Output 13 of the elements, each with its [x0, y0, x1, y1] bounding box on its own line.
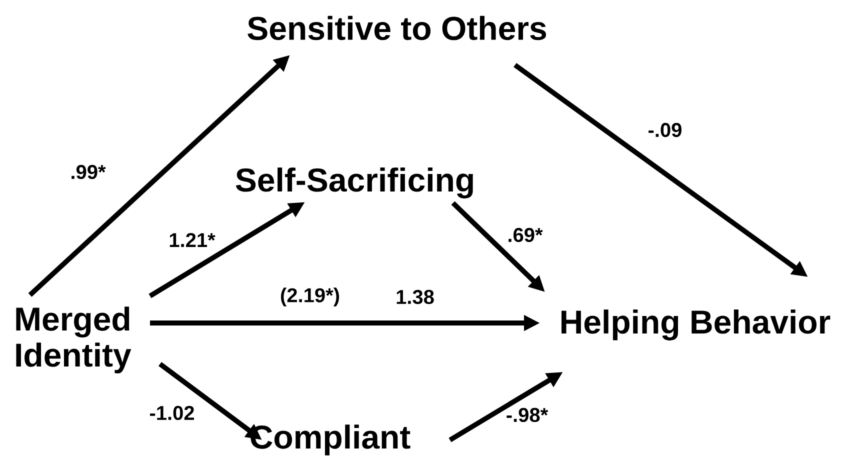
edge-label: -.98* — [506, 408, 548, 422]
node-label: Sensitive to Others — [248, 16, 546, 40]
node-label: Compliant — [250, 424, 410, 456]
edge-label: .99* — [72, 164, 106, 180]
edge-label: -.09 — [648, 122, 682, 138]
node-label: Self-Sacrificing — [236, 168, 473, 198]
node-label: Helping Behavior — [562, 310, 830, 340]
edge-label: 1.38 — [396, 290, 434, 304]
coefficient-label: (2.19*) — [281, 288, 340, 306]
edge-label: 1.21* — [170, 233, 216, 247]
edge-label: .69* — [508, 228, 543, 242]
edge-label: -1.02 — [150, 406, 194, 420]
node-label: Merged Identity — [16, 306, 132, 374]
